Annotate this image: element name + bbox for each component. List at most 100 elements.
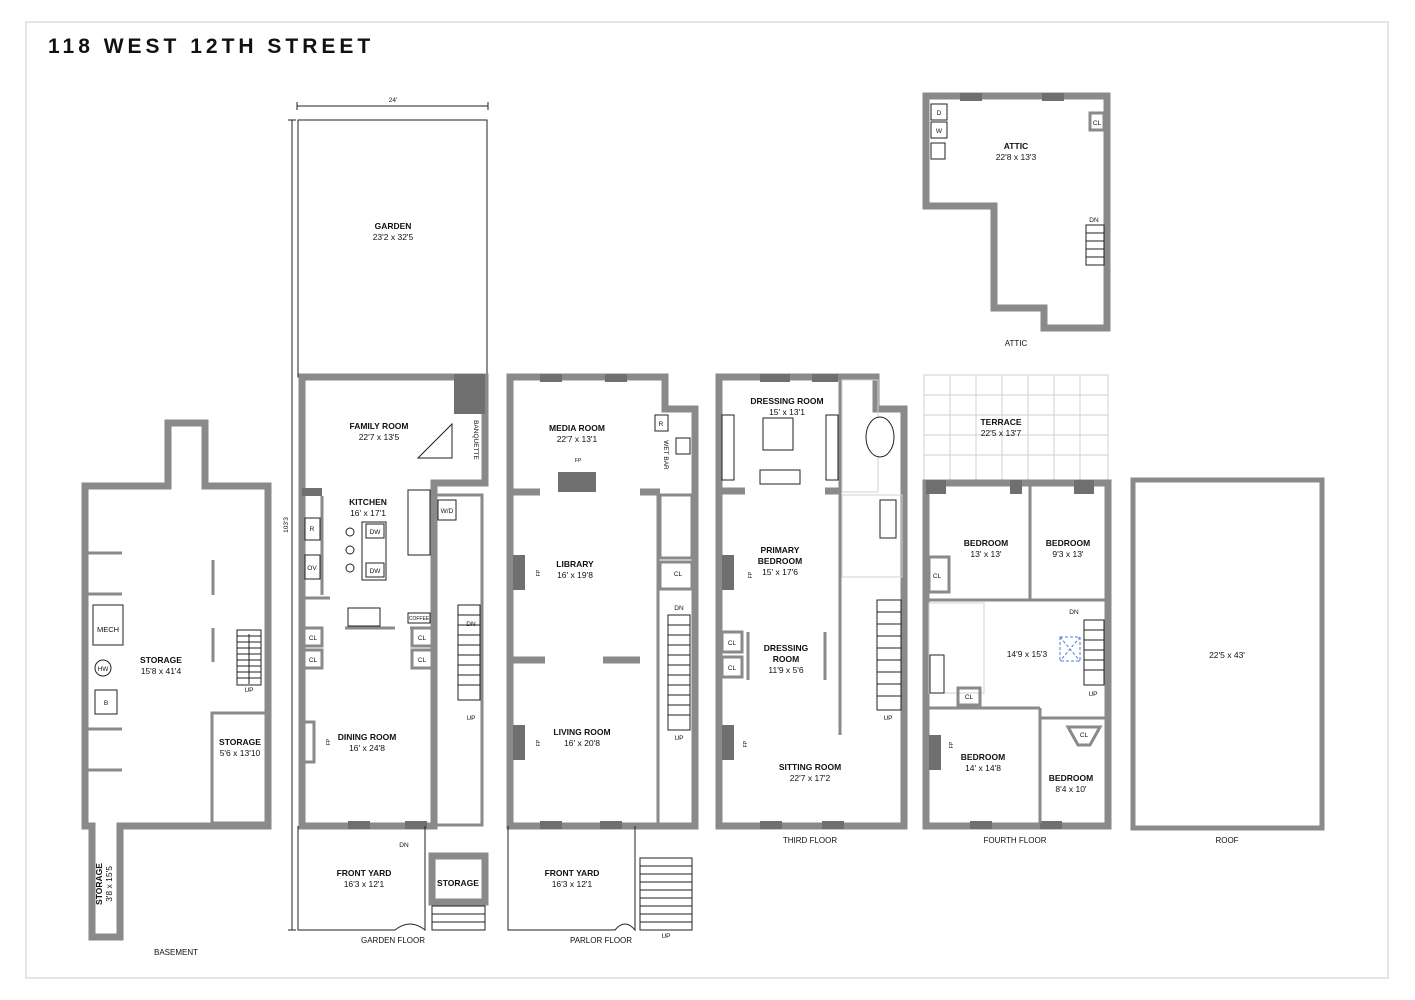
coffee-label: COFFEE bbox=[409, 616, 430, 622]
floor-label-parlor: PARLOR FLOOR bbox=[570, 936, 632, 945]
fireplace-label: FP bbox=[743, 740, 749, 747]
room-dims: 22'8 x 13'3 bbox=[996, 152, 1037, 162]
basement-storage-walls bbox=[210, 711, 270, 825]
room-dims: 15' x 13'1 bbox=[769, 407, 805, 417]
attic-stairs bbox=[1085, 224, 1105, 266]
dishwasher-label: DW bbox=[370, 529, 382, 536]
room-name: TERRACE bbox=[980, 417, 1021, 427]
closet-label: CL bbox=[1093, 120, 1102, 127]
room-name: MEDIA ROOM bbox=[549, 423, 605, 433]
stoop-up-label: UP bbox=[661, 933, 670, 940]
media-fireplace bbox=[558, 472, 596, 492]
room-name: BEDROOM bbox=[1046, 538, 1090, 548]
fireplace-label: FP bbox=[575, 458, 582, 464]
room-name: STORAGE bbox=[140, 655, 182, 665]
room-dims: 22'7 x 13'5 bbox=[359, 432, 400, 442]
attic-plan: D W CL DN ATTIC 22'8 x 13'3 ATTIC bbox=[922, 92, 1111, 348]
garden-stairs bbox=[457, 604, 481, 701]
third-floor-plan: CL CL UP FP FP DRESSING ROOM 15' x 13'1 … bbox=[715, 373, 908, 845]
dishwasher-label: DW bbox=[370, 568, 382, 575]
dryer-label: D bbox=[937, 110, 942, 117]
room-name: STORAGE bbox=[437, 878, 479, 888]
room-dims: 23'2 x 32'5 bbox=[373, 232, 414, 242]
room-dims: 14'9 x 15'3 bbox=[1007, 649, 1048, 659]
garden-floor-plan: 24' 103'3 GARDEN 23'2 x 32'5 W/D bbox=[283, 97, 489, 945]
garden-dn-label: DN bbox=[466, 621, 476, 628]
room-dims: 22'5 x 43' bbox=[1209, 650, 1245, 660]
third-stairs bbox=[876, 599, 902, 711]
room-name: ATTIC bbox=[1004, 141, 1028, 151]
floor-label-third: THIRD FLOOR bbox=[783, 836, 837, 845]
skylight bbox=[1059, 636, 1081, 662]
floor-label-roof: ROOF bbox=[1215, 836, 1238, 845]
fridge-label: R bbox=[310, 526, 315, 533]
parlor-front-yard bbox=[507, 826, 636, 932]
bathtub bbox=[865, 416, 895, 458]
fireplace-label: FP bbox=[536, 569, 542, 576]
room-name: KITCHEN bbox=[349, 497, 387, 507]
attic-dn-label: DN bbox=[1089, 217, 1099, 224]
basement-up-label: UP bbox=[244, 687, 253, 694]
closet-label: CL bbox=[418, 635, 427, 642]
closet-label: CL bbox=[418, 657, 427, 664]
garden-area bbox=[297, 119, 488, 378]
fourth-floor-plan: TERRACE 22'5 x 13'7 CL CL CL bbox=[922, 374, 1112, 845]
room-name: ROOM bbox=[773, 654, 799, 664]
garden-floor-outline bbox=[298, 373, 489, 830]
fourth-stairs bbox=[1083, 619, 1105, 686]
parlor-up-label: UP bbox=[674, 735, 683, 742]
oven-label: OV bbox=[307, 565, 317, 572]
roof-outline bbox=[1130, 477, 1325, 831]
room-name: BEDROOM bbox=[961, 752, 1005, 762]
room-dims: 5'6 x 13'10 bbox=[220, 748, 261, 758]
hw-label: HW bbox=[98, 666, 110, 673]
room-dims: 14' x 14'8 bbox=[965, 763, 1001, 773]
boiler-label: B bbox=[104, 700, 108, 707]
room-dims: 16' x 20'8 bbox=[564, 738, 600, 748]
room-name: PRIMARY bbox=[761, 545, 800, 555]
front-steps bbox=[431, 905, 486, 931]
floor-label-garden: GARDEN FLOOR bbox=[361, 936, 425, 945]
closet-label: CL bbox=[1080, 732, 1089, 739]
room-name: BEDROOM bbox=[758, 556, 802, 566]
stoop-stairs bbox=[639, 857, 693, 931]
fourth-dn-label: DN bbox=[1069, 609, 1079, 616]
room-dims: 16' x 24'8 bbox=[349, 743, 385, 753]
basement-outline bbox=[81, 419, 272, 941]
basement-stairs bbox=[236, 629, 262, 686]
garden-up-label: UP bbox=[466, 715, 475, 722]
banquette-label: BANQUETTE bbox=[472, 420, 479, 460]
third-floor-outline bbox=[715, 373, 908, 830]
attic-outline bbox=[922, 92, 1111, 332]
room-name: LIBRARY bbox=[556, 559, 594, 569]
boiler bbox=[94, 689, 118, 715]
room-dims: 8'4 x 10' bbox=[1055, 784, 1087, 794]
closet-label: CL bbox=[728, 640, 737, 647]
room-name: SITTING ROOM bbox=[779, 762, 841, 772]
room-dims: 13' x 13' bbox=[970, 549, 1002, 559]
bathtub bbox=[929, 654, 945, 694]
floor-label-fourth: FOURTH FLOOR bbox=[984, 836, 1047, 845]
room-name: DRESSING ROOM bbox=[750, 396, 823, 406]
parlor-floor-outline bbox=[506, 373, 699, 830]
room-dims: 16' x 19'8 bbox=[557, 570, 593, 580]
closet-label: CL bbox=[309, 635, 318, 642]
room-dims: 15' x 17'6 bbox=[762, 567, 798, 577]
depth-dimension: 103'3 bbox=[283, 517, 290, 533]
page-title: 118 WEST 12TH STREET bbox=[48, 35, 374, 58]
room-dims: 15'8 x 41'4 bbox=[141, 666, 182, 676]
closet-label: CL bbox=[933, 573, 942, 580]
page-frame bbox=[25, 21, 1389, 979]
room-name: DINING ROOM bbox=[338, 732, 397, 742]
floor-label-attic: ATTIC bbox=[1005, 339, 1028, 348]
mech-label: MECH bbox=[97, 625, 119, 634]
mech-unit bbox=[92, 604, 124, 646]
front-dn-label: DN bbox=[399, 842, 409, 849]
washer-label: W bbox=[936, 128, 943, 135]
closet-label: CL bbox=[309, 657, 318, 664]
fireplace-label: FP bbox=[748, 571, 754, 578]
room-dims: 3'8 x 15'5 bbox=[104, 866, 114, 902]
room-name: STORAGE bbox=[219, 737, 261, 747]
parlor-dn-label: DN bbox=[674, 605, 684, 612]
